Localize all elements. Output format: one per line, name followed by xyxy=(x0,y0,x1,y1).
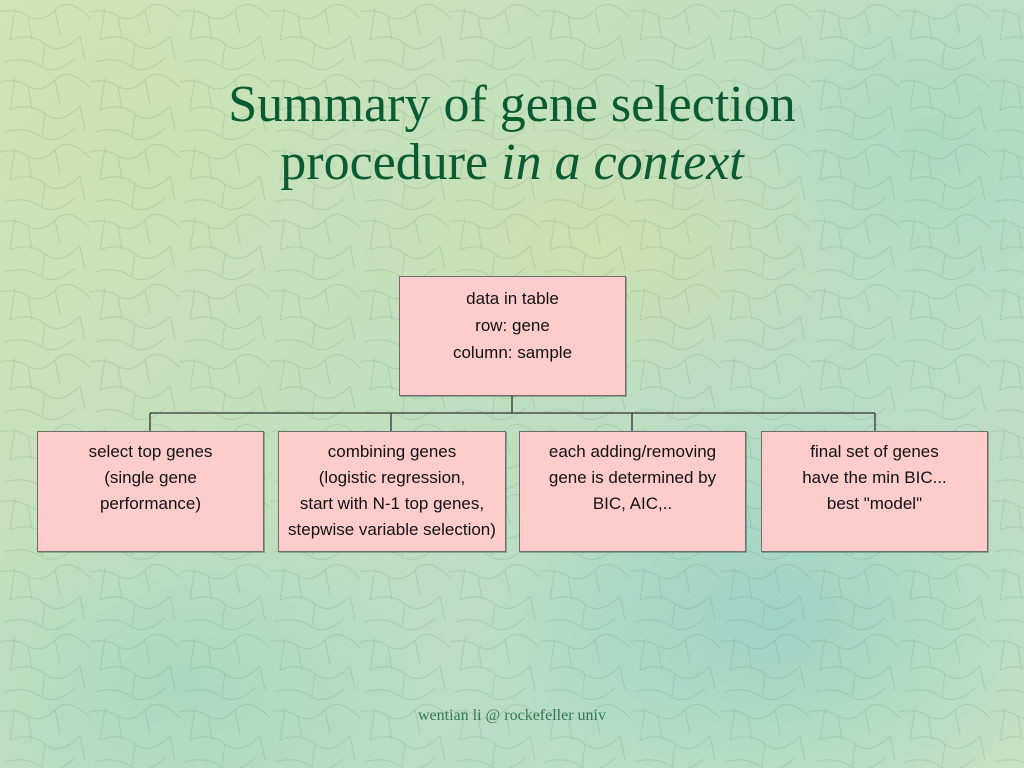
child-node-adding-removing: each adding/removing gene is determined … xyxy=(519,431,746,552)
slide-title: Summary of gene selection procedure in a… xyxy=(0,76,1024,192)
child-node-select-top-genes: select top genes (single gene performanc… xyxy=(37,431,264,552)
child-node-line: final set of genes xyxy=(810,442,939,461)
child-node-line: select top genes xyxy=(88,442,213,461)
title-line-2-plain: procedure xyxy=(280,134,489,191)
title-line-1: Summary of gene selection xyxy=(228,76,796,133)
slide-footer: wentian li @ rockefeller univ xyxy=(418,707,606,724)
child-node-line: (logistic regression, xyxy=(318,468,466,487)
root-node-line: column: sample xyxy=(452,343,573,362)
root-node-line: row: gene xyxy=(475,316,550,335)
title-line-2-italic: in a context xyxy=(501,134,744,191)
child-node-line: start with N-1 top genes, xyxy=(299,494,485,513)
child-node-line: have the min BIC... xyxy=(802,468,947,487)
child-node-line: performance) xyxy=(99,494,202,513)
child-node-line: best "model" xyxy=(826,494,923,513)
child-node-line: gene is determined by xyxy=(548,468,717,487)
root-node-data-table: data in table row: gene column: sample xyxy=(399,276,626,396)
root-node-line: data in table xyxy=(466,289,559,308)
child-node-line: each adding/removing xyxy=(548,442,717,461)
child-node-line: combining genes xyxy=(327,442,457,461)
child-node-line: stepwise variable selection) xyxy=(288,520,496,539)
child-node-line: BIC, AIC,.. xyxy=(592,494,673,513)
child-node-final-set: final set of genes have the min BIC... b… xyxy=(761,431,988,552)
child-node-combining-genes: combining genes (logistic regression, st… xyxy=(278,431,506,552)
child-node-line: (single gene xyxy=(104,468,197,487)
